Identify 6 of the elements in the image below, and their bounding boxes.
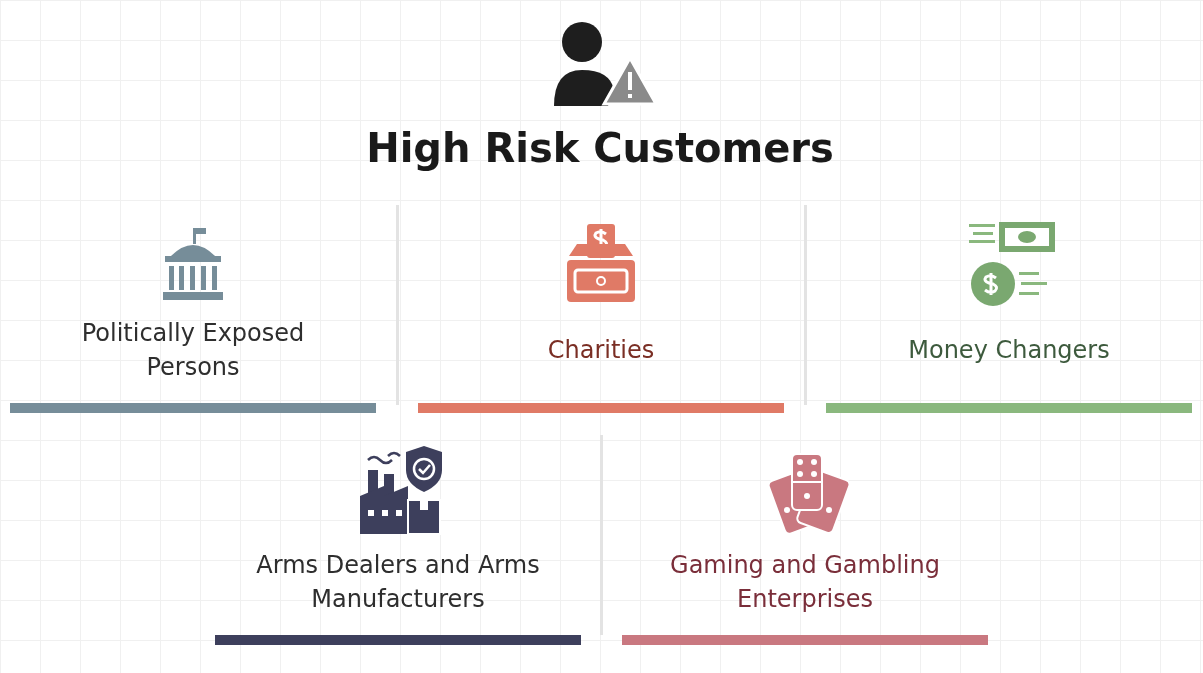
category-label: Charities — [547, 335, 655, 366]
category-label: Gaming and Gambling Enterprises — [669, 550, 941, 615]
category-label: Money Changers — [908, 335, 1110, 366]
category-label: Politically Exposed Persons — [80, 318, 306, 383]
title: High Risk Customers — [365, 124, 835, 173]
category-label: Arms Dealers and Arms Manufacturers — [255, 550, 541, 615]
